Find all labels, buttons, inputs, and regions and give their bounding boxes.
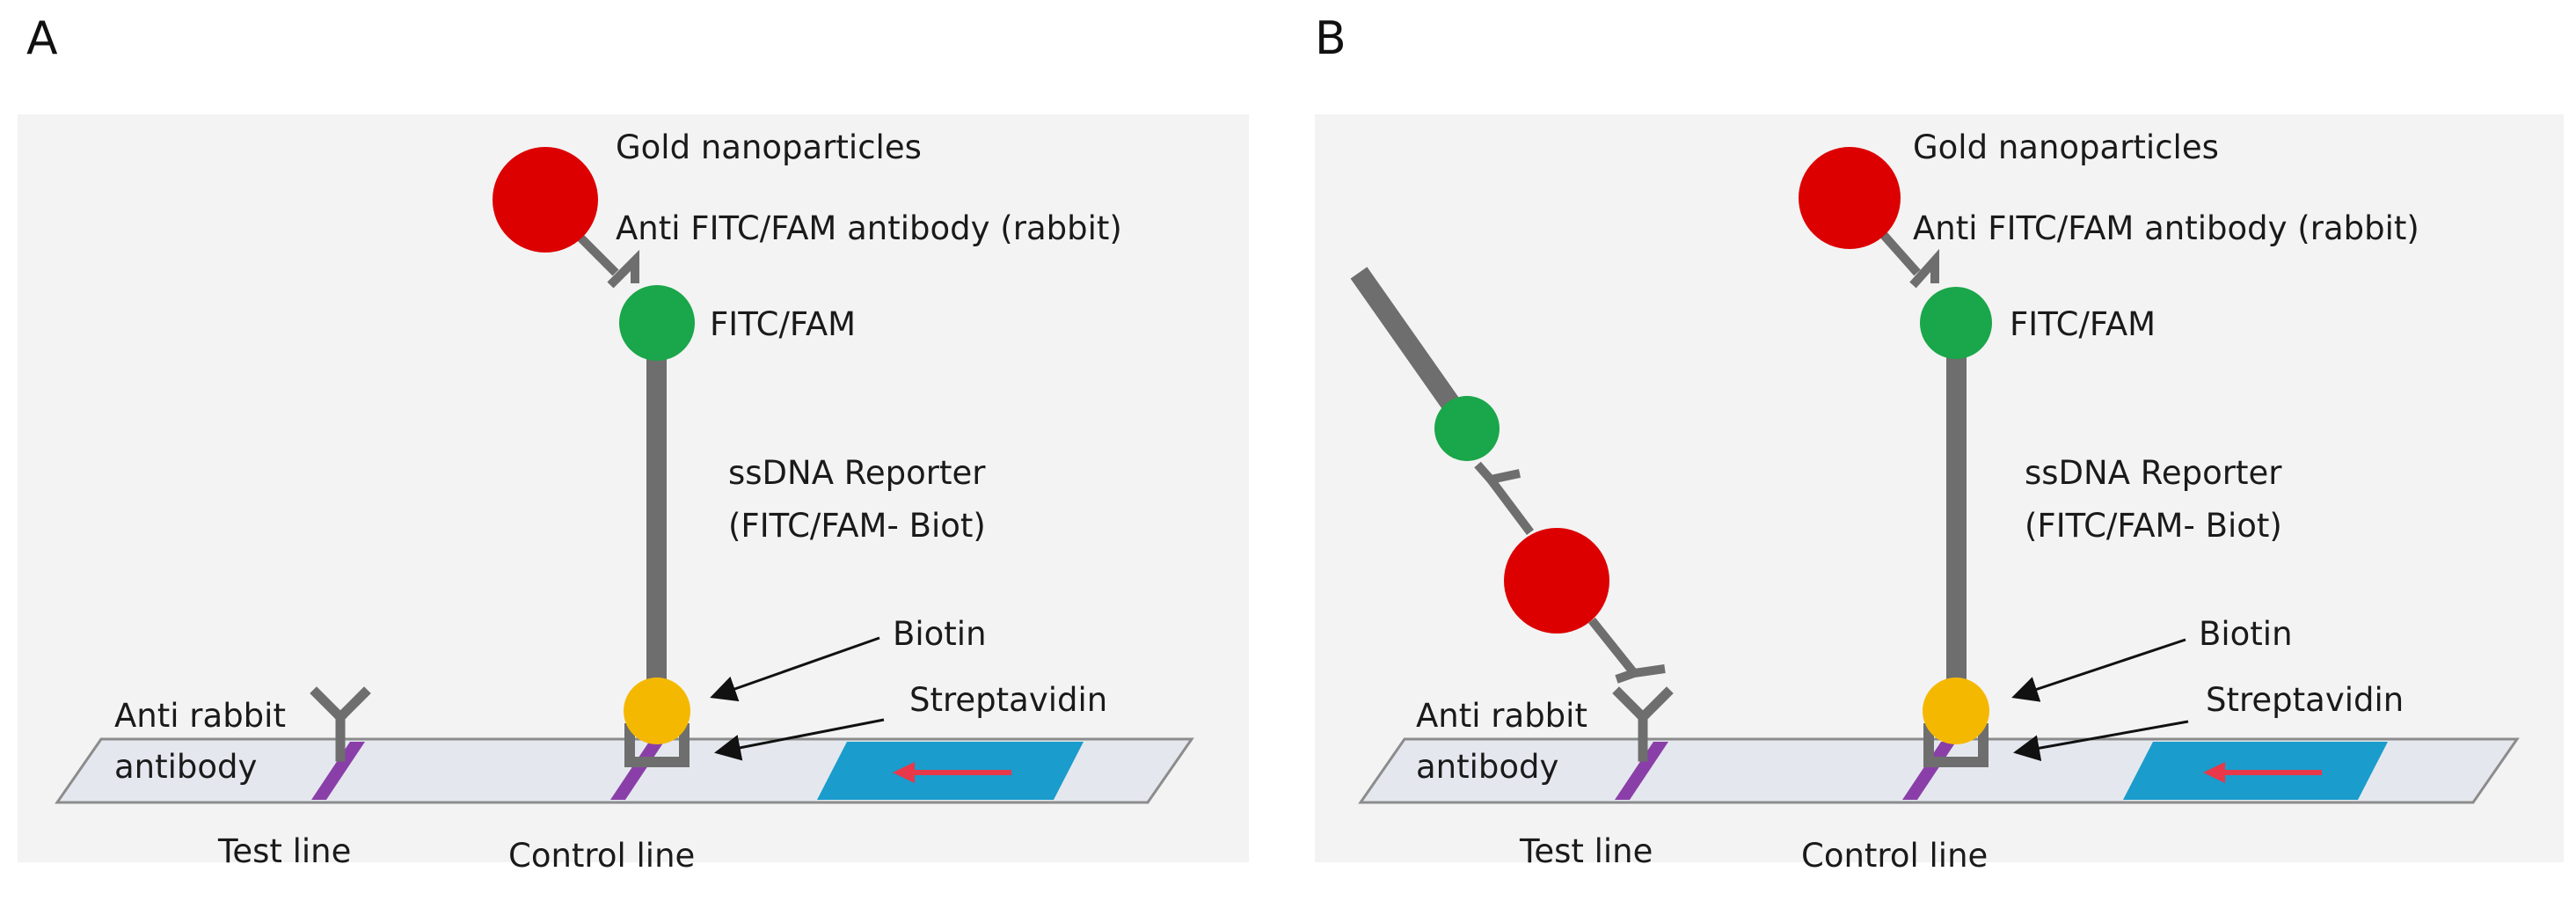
anti-rabbit-antibody-a: [310, 686, 371, 762]
streptavidin-label-b: Streptavidin: [2206, 681, 2404, 719]
reporter-label-line2-b: (FITC/FAM- Biot): [2025, 507, 2282, 545]
gold-nanoparticle-b: [1799, 147, 1901, 249]
test-line-label-a: Test line: [217, 832, 351, 870]
anti-fitc-antibody-label-b: Anti FITC/FAM antibody (rabbit): [1913, 209, 2419, 247]
ssdna-reporter-stem-b: [1946, 330, 1967, 700]
biotin-pointer-a: [710, 636, 880, 702]
ssdna-reporter-stem-a: [646, 330, 667, 700]
fitc-captured-b: [1434, 396, 1500, 461]
biotin-label-a: Biotin: [893, 615, 987, 653]
gold-nanoparticles-label-a: Gold nanoparticles: [616, 128, 922, 166]
biotin-pointer-b: [2011, 638, 2186, 702]
fitc-a: [619, 285, 695, 361]
anti-rabbit-antibody-b: [1612, 686, 1674, 762]
biotin-a: [624, 678, 690, 744]
flow-arrow-head-b: [2203, 762, 2225, 783]
fitc-label-b: FITC/FAM: [2010, 305, 2156, 343]
flow-arrow-head-a: [893, 762, 915, 783]
panel-b: Gold nanoparticles Anti FITC/FAM antibod…: [1350, 128, 2520, 875]
anti-fitc-antibody-a: [573, 230, 639, 289]
fitc-label-a: FITC/FAM: [710, 305, 856, 343]
anti-fitc-antibody-captured-b: [1474, 461, 1534, 535]
anti-fitc-antibody-label-a: Anti FITC/FAM antibody (rabbit): [616, 209, 1122, 247]
anti-fitc-antibody-tail-b: [1588, 617, 1666, 684]
panel-b-letter: B: [1315, 12, 1346, 65]
cleaved-reporter-stem-b: [1350, 267, 1476, 433]
control-line-label-b: Control line: [1801, 837, 1988, 875]
gold-nanoparticle-captured-b: [1504, 528, 1609, 634]
control-line-label-a: Control line: [508, 837, 695, 875]
control-line-a: [610, 742, 664, 800]
panel-a: Gold nanoparticles Anti FITC/FAM antibod…: [55, 128, 1194, 875]
streptavidin-b: [1923, 723, 1989, 767]
anti-rabbit-label-line2-a: antibody: [114, 748, 257, 786]
streptavidin-pointer-a: [714, 718, 885, 761]
anti-rabbit-label-line2-b: antibody: [1416, 748, 1558, 786]
biotin-b: [1923, 678, 1989, 744]
reporter-label-line1-a: ssDNA Reporter: [728, 454, 986, 492]
anti-rabbit-label-line1-b: Anti rabbit: [1416, 697, 1587, 735]
control-line-b: [1902, 742, 1956, 800]
test-line-b: [1615, 742, 1668, 800]
reporter-label-line2-a: (FITC/FAM- Biot): [728, 507, 986, 545]
gold-nanoparticle-a: [493, 147, 598, 253]
anti-fitc-antibody-b: [1879, 230, 1939, 289]
test-line-a: [311, 742, 365, 800]
panel-a-letter: A: [26, 12, 58, 65]
streptavidin-label-a: Streptavidin: [909, 681, 1107, 719]
gold-nanoparticles-label-b: Gold nanoparticles: [1913, 128, 2219, 166]
streptavidin-pointer-b: [2013, 720, 2189, 762]
reporter-label-line1-b: ssDNA Reporter: [2025, 454, 2282, 492]
test-line-label-b: Test line: [1519, 832, 1653, 870]
fitc-b: [1920, 287, 1992, 359]
biotin-label-b: Biotin: [2199, 615, 2293, 653]
streptavidin-a: [624, 723, 690, 767]
anti-rabbit-label-line1-a: Anti rabbit: [114, 697, 286, 735]
